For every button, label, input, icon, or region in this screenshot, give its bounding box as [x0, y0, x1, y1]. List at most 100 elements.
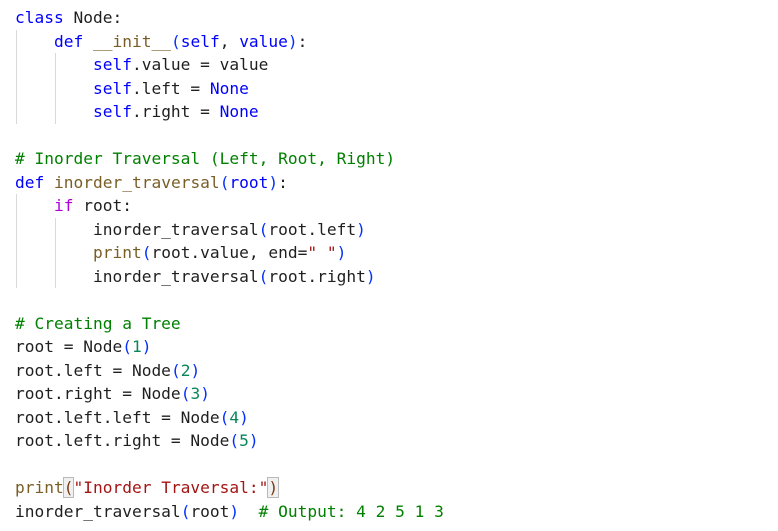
code-token-plain: root.value, end=: [151, 243, 308, 262]
code-token-p1: (: [219, 172, 230, 192]
code-token-str: "Inorder Traversal:": [73, 478, 269, 497]
code-token-p1: ): [287, 31, 298, 51]
code-token-p1: ): [141, 337, 152, 356]
code-token-num: 1: [131, 337, 142, 356]
code-token-p1: ): [200, 384, 210, 403]
code-token-plain: root.right: [268, 266, 366, 286]
code-token-plain: root.left = Node: [15, 360, 171, 380]
code-token-plain: root.left: [268, 219, 357, 239]
code-token-num: 5: [239, 431, 249, 450]
indent-guide: [54, 217, 56, 288]
code-token-p1: ): [268, 172, 279, 192]
code-token-plain: :: [278, 172, 288, 192]
code-token-p1: (: [258, 266, 269, 286]
code-line[interactable]: def __init__(self, value):: [15, 30, 307, 54]
code-line[interactable]: inorder_traversal(root.left): [15, 218, 366, 242]
code-line[interactable]: root.left.right = Node(5): [15, 429, 259, 453]
code-token-self: value: [239, 31, 288, 51]
code-token-plain: [15, 32, 54, 51]
code-token-fn: print: [92, 243, 142, 262]
code-token-const: None: [209, 78, 249, 98]
code-token-plain: inorder_traversal: [15, 501, 181, 521]
code-token-fn: __init__: [92, 31, 171, 51]
code-token-p1: (: [170, 31, 181, 51]
code-token-plain: root: [190, 501, 230, 521]
code-token-plain: [15, 243, 93, 262]
code-token-p1: ): [356, 219, 366, 239]
indent-guide: [16, 194, 17, 288]
code-line[interactable]: class Node:: [15, 6, 122, 30]
code-line[interactable]: # Creating a Tree: [15, 312, 181, 336]
code-token-kw: class: [15, 8, 64, 27]
code-line[interactable]: # Inorder Traversal (Left, Root, Right): [15, 147, 395, 171]
code-line[interactable]: root = Node(1): [15, 335, 151, 359]
code-token-p1: (: [219, 407, 230, 427]
code-token-plain: [83, 32, 93, 51]
code-token-plain: :: [297, 31, 308, 51]
code-token-p1: (: [180, 384, 191, 403]
code-token-p1: (: [170, 360, 181, 380]
code-token-plain: root:: [73, 196, 132, 215]
code-token-str: " ": [307, 243, 337, 262]
code-token-fn: print: [15, 478, 64, 497]
code-token-p1: ): [239, 407, 249, 427]
code-token-self: self: [92, 55, 132, 74]
code-line[interactable]: root.right = Node(3): [15, 382, 210, 406]
code-token-ctl: if: [53, 196, 74, 215]
code-token-plain: root.right = Node: [15, 384, 181, 403]
code-token-plain: .right =: [131, 102, 220, 121]
indent-guide: [16, 29, 17, 124]
code-token-fn: inorder_traversal: [54, 172, 220, 192]
code-token-plain: root.left.left = Node: [15, 407, 220, 427]
code-token-p1: ): [336, 243, 347, 262]
code-line[interactable]: self.value = value: [15, 53, 268, 77]
code-token-plain: [239, 502, 259, 521]
code-token-p1: ): [248, 431, 259, 450]
code-token-kw: def: [15, 172, 45, 192]
code-line[interactable]: self.right = None: [15, 100, 259, 124]
code-token-plain: ,: [219, 31, 240, 51]
code-line[interactable]: inorder_traversal(root.right): [15, 265, 376, 289]
code-line[interactable]: print("Inorder Traversal:"): [15, 476, 280, 500]
code-token-p3: (: [62, 477, 75, 498]
code-token-num: 2: [180, 360, 191, 380]
code-token-cmt: # Creating a Tree: [15, 313, 181, 333]
code-token-num: 4: [229, 407, 240, 427]
code-line[interactable]: inorder_traversal(root) # Output: 4 2 5 …: [15, 500, 444, 524]
code-token-plain: inorder_traversal: [15, 266, 259, 286]
code-line[interactable]: if root:: [15, 194, 132, 218]
code-token-cmt: # Inorder Traversal (Left, Root, Right): [15, 149, 396, 168]
code-token-plain: [15, 79, 93, 98]
code-line[interactable]: root.left = Node(2): [15, 359, 200, 383]
code-token-const: None: [219, 102, 259, 121]
code-token-plain: .left =: [131, 78, 210, 98]
code-token-plain: .value = value: [131, 55, 269, 74]
code-line[interactable]: root.left.left = Node(4): [15, 406, 249, 430]
code-token-self: self: [92, 78, 132, 98]
code-line[interactable]: def inorder_traversal(root):: [15, 171, 288, 195]
code-token-plain: [15, 55, 93, 74]
code-token-cmt: # Output: 4 2 5 1 3: [258, 501, 444, 521]
code-token-kw: def: [53, 31, 84, 51]
code-token-self: self: [180, 31, 220, 51]
code-token-plain: root.left.right = Node: [15, 431, 230, 450]
code-token-p1: (: [229, 431, 240, 450]
code-token-num: 3: [190, 384, 201, 403]
code-token-plain: inorder_traversal: [15, 219, 259, 239]
code-token-plain: Node:: [63, 8, 123, 27]
code-token-plain: root = Node: [15, 337, 123, 356]
code-token-p1: (: [122, 337, 132, 356]
code-line[interactable]: self.left = None: [15, 77, 249, 101]
code-token-p3: ): [267, 477, 280, 498]
code-token-p1: (: [180, 501, 191, 521]
code-token-self: self: [92, 102, 132, 121]
code-token-p1: ): [190, 360, 201, 380]
code-token-p1: ): [229, 501, 240, 521]
code-token-p1: ): [365, 266, 376, 286]
indent-guide: [54, 53, 56, 124]
code-line[interactable]: print(root.value, end=" "): [15, 241, 346, 265]
code-token-p1: (: [141, 243, 152, 262]
code-token-plain: [15, 102, 93, 121]
code-token-self: root: [229, 172, 269, 192]
